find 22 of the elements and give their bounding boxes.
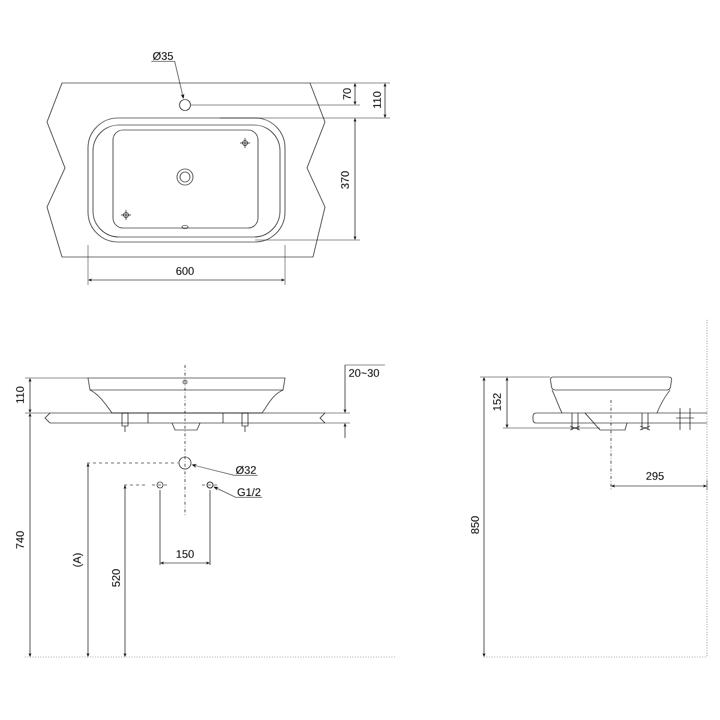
dimension-label: 152 bbox=[493, 393, 501, 410]
dimension-label: 740 bbox=[16, 531, 24, 549]
leader-line bbox=[151, 61, 184, 98]
callout-label: G1/2 bbox=[238, 488, 260, 496]
dimension-label: 110 bbox=[373, 92, 381, 108]
dimension-label: 370 bbox=[341, 171, 349, 189]
dimension-label: 520 bbox=[112, 569, 120, 587]
leader-line bbox=[192, 464, 258, 476]
dimension-label: 70 bbox=[343, 88, 351, 100]
drain-outlet bbox=[178, 456, 192, 470]
dimension-label: 20~30 bbox=[349, 369, 379, 377]
dimension-label: 150 bbox=[176, 550, 194, 558]
dimension-label: 295 bbox=[646, 472, 664, 480]
callout-label: Ø32 bbox=[236, 466, 256, 474]
leader-line bbox=[214, 486, 262, 498]
dimension-label: 600 bbox=[176, 267, 194, 275]
dimension-label: 850 bbox=[471, 516, 479, 534]
callout-label: Ø35 bbox=[152, 52, 173, 60]
dimension-label: 110 bbox=[16, 386, 24, 403]
faucet-hole bbox=[179, 99, 191, 111]
supply-inlet bbox=[206, 482, 214, 488]
dimension-label: (A) bbox=[72, 553, 84, 567]
